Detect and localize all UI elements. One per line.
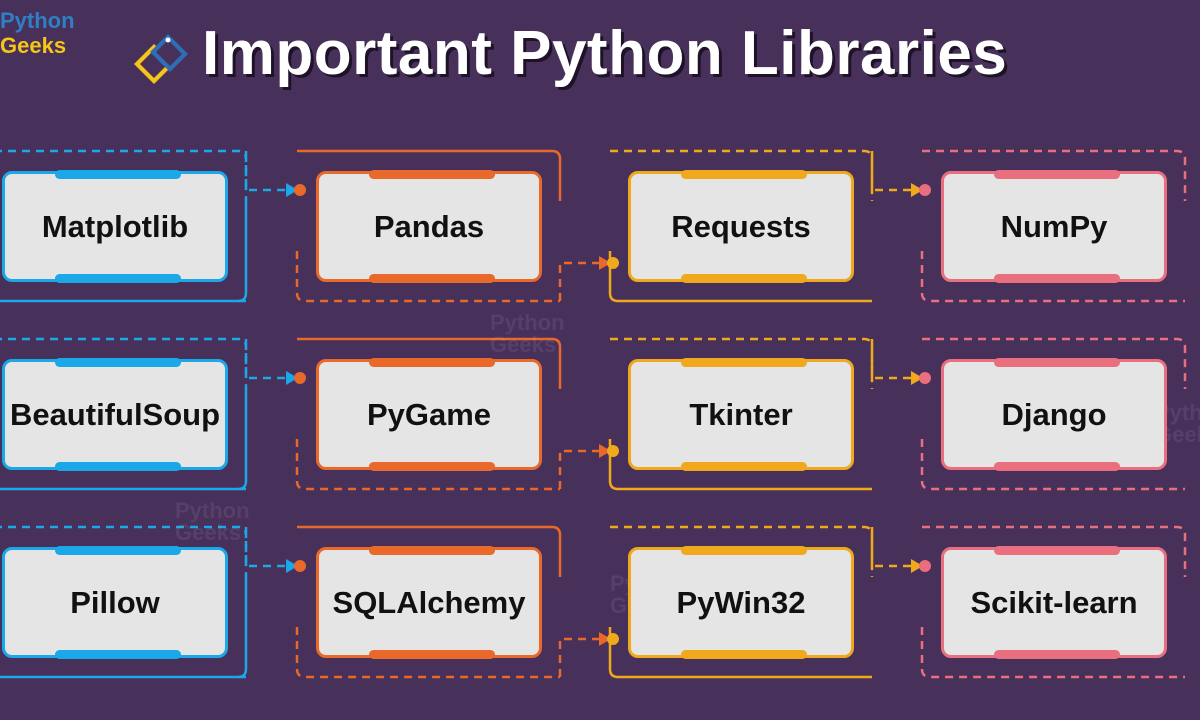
card-accent-bar [994,274,1120,283]
card-accent-bar [681,170,807,179]
arrow-head-icon [599,632,611,646]
card-accent-bar [55,358,181,367]
connector-line [295,627,560,679]
arrow-line [244,527,288,568]
arrow-line [870,151,913,192]
connector-line [920,251,1185,303]
arrow-head-icon [911,183,923,197]
arrow-head-icon [286,183,298,197]
card-accent-bar [681,650,807,659]
card-accent-bar [369,546,495,555]
library-name: Scikit-learn [970,584,1138,620]
library-name: Pillow [70,584,160,620]
card-accent-bar [55,546,181,555]
library-card: Pillow [2,546,228,659]
library-name: Matplotlib [41,208,189,244]
library-card: SQLAlchemy [316,546,542,659]
library-name: Tkinter [689,396,793,432]
arrow-line [558,261,601,301]
arrow-head-icon [286,559,298,573]
card-accent-bar [369,650,495,659]
card-accent-bar [369,358,495,367]
card-accent-bar [994,546,1120,555]
library-name: Django [1001,396,1107,432]
connector-line [922,525,1187,577]
brand-name-line1: Python [0,8,75,33]
arrow-head-icon [911,371,923,385]
connector-line [920,627,1185,679]
arrow-line [870,339,913,380]
connector-line [297,337,562,389]
arrow-line [558,637,601,677]
connector-line [608,439,872,491]
card-accent-bar [369,170,495,179]
card-accent-bar [369,274,495,283]
arrow-head-icon [286,371,298,385]
library-card: Scikit-learn [941,546,1167,659]
arrow-head-icon [911,559,923,573]
python-logo-icon [134,34,188,84]
brand-logo: Python Geeks [0,8,75,58]
connector-dot [919,560,931,572]
page-title: Important Python Libraries [202,19,1008,88]
card-accent-bar [369,462,495,471]
connector-dot [919,184,931,196]
brand-name-line2: Geeks [0,33,67,58]
card-accent-bar [681,462,807,471]
card-accent-bar [681,274,807,283]
card-accent-bar [681,546,807,555]
arrow-head-icon [599,256,611,270]
card-accent-bar [55,462,181,471]
connector-dot [294,184,306,196]
library-name: Pandas [373,208,485,244]
card-accent-bar [994,462,1120,471]
card-accent-bar [55,170,181,179]
library-name: PyGame [366,396,492,432]
connector-line [608,627,872,679]
connector-line [237,201,248,303]
connector-line [922,149,1187,201]
library-card: BeautifulSoup [2,358,228,471]
library-card: Pandas [316,170,542,283]
connector-dot [294,560,306,572]
connector-line [237,389,248,491]
library-name: PyWin32 [676,584,806,620]
library-card: NumPy [941,170,1167,283]
library-name: BeautifulSoup [9,396,221,432]
connector-line [295,439,560,491]
connector-dot [294,372,306,384]
arrow-line [558,449,601,489]
connector-line [920,439,1185,491]
connector-dot [919,372,931,384]
library-card: PyWin32 [628,546,854,659]
connector-line [922,337,1187,389]
connector-line [295,251,560,303]
card-accent-bar [994,358,1120,367]
arrow-line [244,151,288,192]
arrow-head-icon [599,444,611,458]
library-card: Matplotlib [2,170,228,283]
connector-line [297,149,562,201]
library-name: SQLAlchemy [332,584,526,620]
connector-line [608,251,872,303]
connector-line [237,577,248,679]
library-name: Requests [671,208,811,244]
card-accent-bar [681,358,807,367]
card-accent-bar [994,170,1120,179]
library-card: Tkinter [628,358,854,471]
connector-line [297,525,562,577]
library-card: Requests [628,170,854,283]
card-accent-bar [55,650,181,659]
library-card: PyGame [316,358,542,471]
arrow-line [870,527,913,568]
card-accent-bar [994,650,1120,659]
card-accent-bar [55,274,181,283]
arrow-line [244,339,288,380]
library-name: NumPy [1000,208,1108,244]
library-card: Django [941,358,1167,471]
